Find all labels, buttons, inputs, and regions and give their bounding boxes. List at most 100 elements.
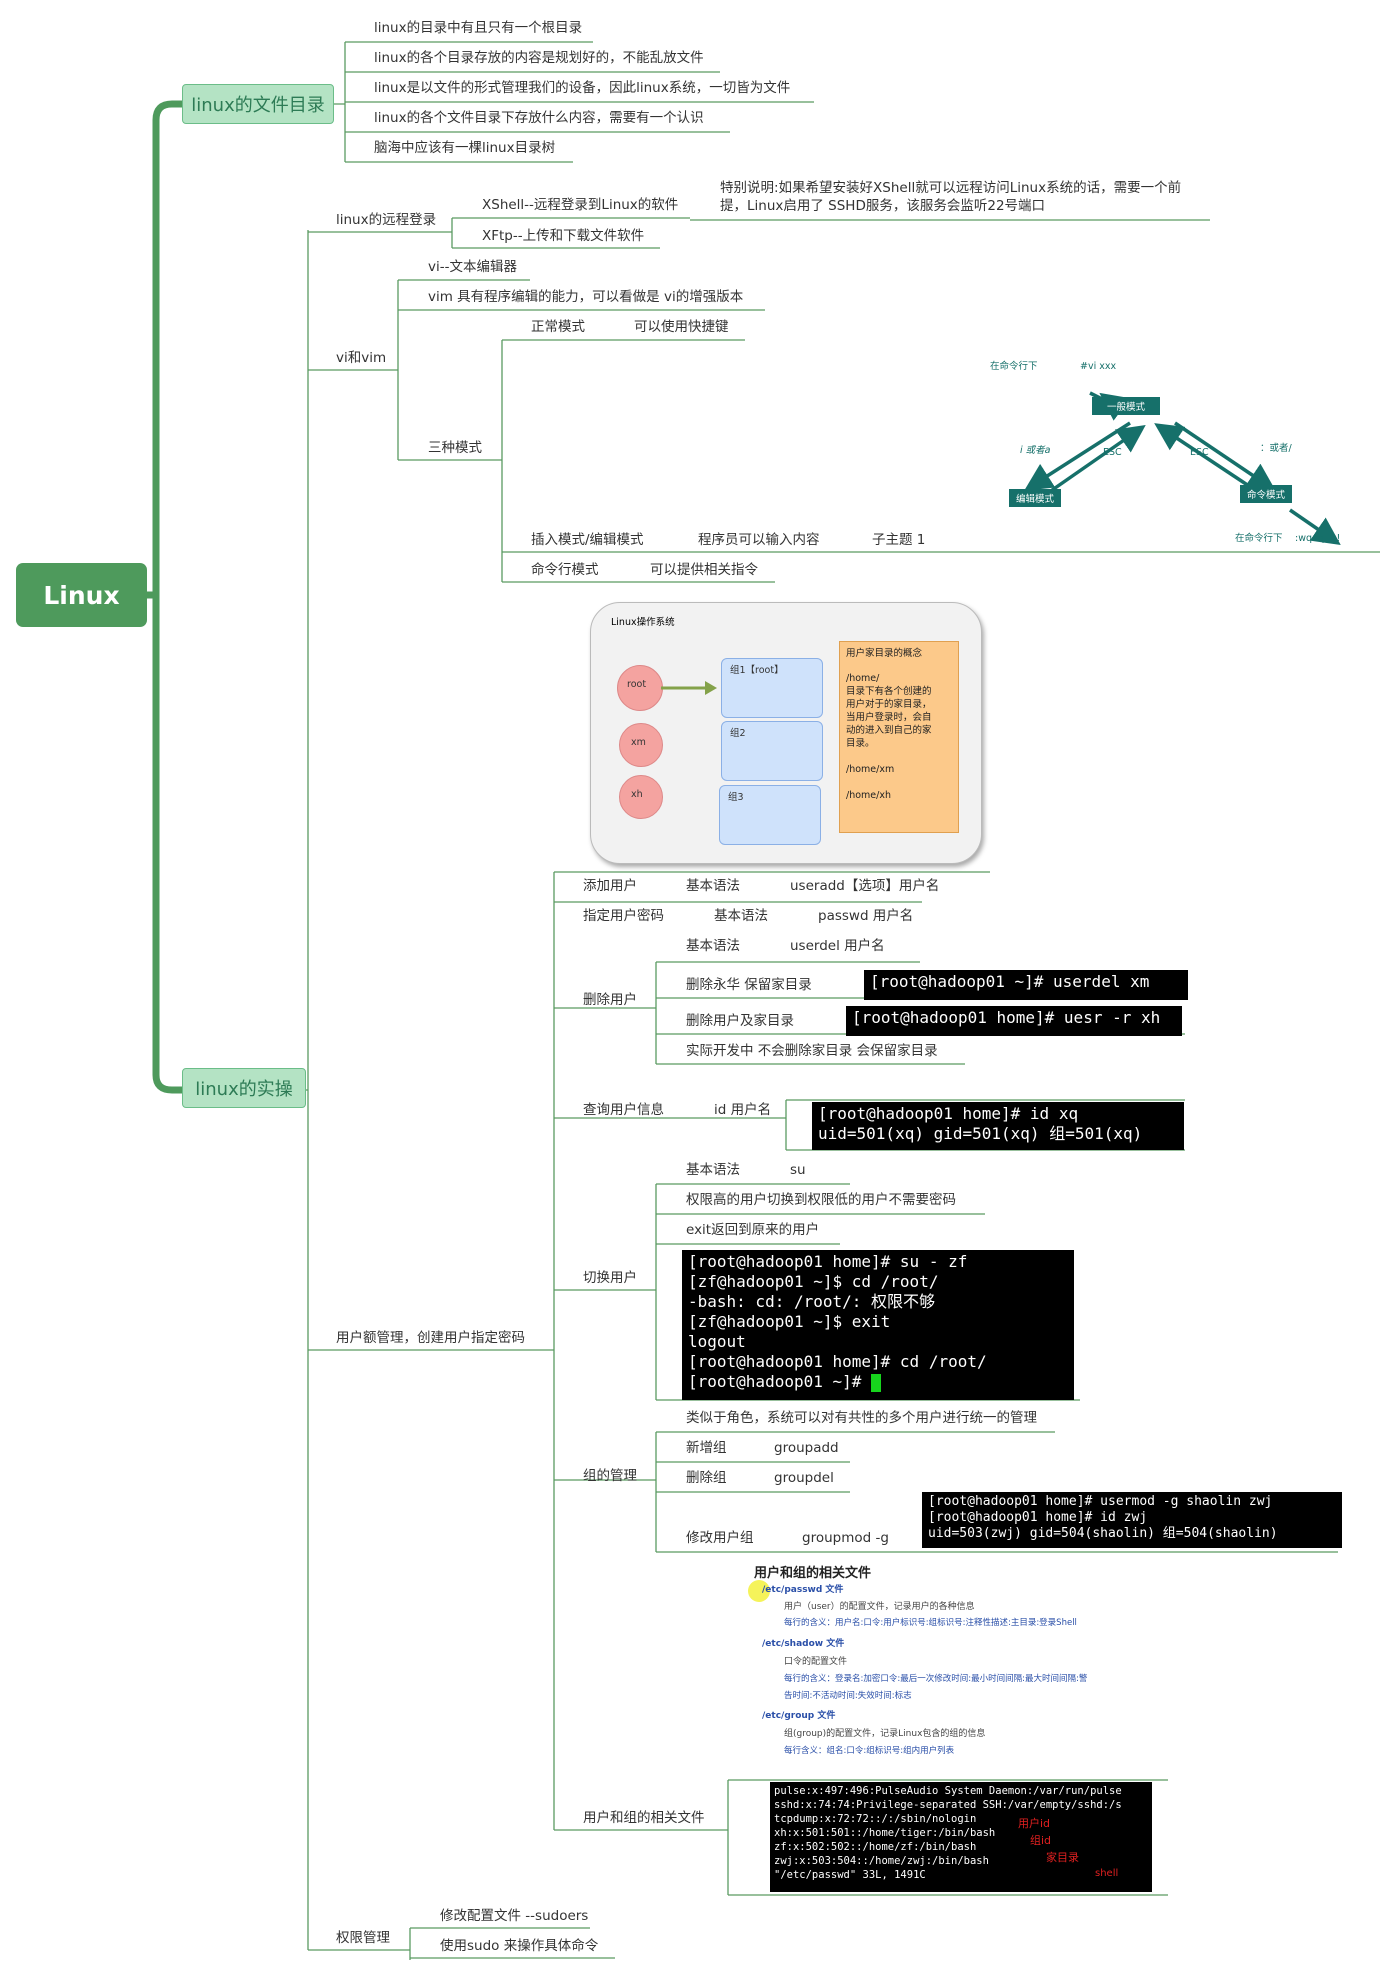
home-dir-note-line: /home/: [846, 673, 880, 684]
group-file-head: /etc/group 文件: [762, 1711, 836, 1721]
delete-with-home: 删除用户及家目录: [686, 1013, 794, 1029]
group-label-1: 组1【root】: [730, 665, 784, 676]
home-dir-note-line: 动的进入到自己的家: [846, 725, 932, 736]
shadow-file-head: /etc/shadow 文件: [762, 1639, 845, 1649]
user-label-xm: xm: [631, 737, 646, 748]
vi-diagram-vi-cmd: #vi xxx: [1080, 361, 1117, 372]
xshell-note-line2: 提，Linux启用了 SSHD服务，该服务会监听22号端口: [720, 198, 1046, 214]
terminal-su-line: logout: [688, 1332, 746, 1351]
user-management-node: 用户额管理，创建用户指定密码: [336, 1330, 525, 1346]
terminal-su-line: [zf@hadoop01 ~]$ exit: [688, 1312, 891, 1331]
group-label-3: 组3: [728, 792, 744, 803]
root-node[interactable]: Linux: [16, 563, 147, 627]
switch-user-node: 切换用户: [583, 1270, 637, 1286]
terminal-su-line: [root@hadoop01 home]# cd /root/: [688, 1352, 987, 1371]
terminal-user-remove: [root@hadoop01 home]# uesr -r xh: [846, 1006, 1182, 1036]
branch-file-directory[interactable]: linux的文件目录: [182, 84, 334, 124]
xshell-node: XShell--远程登录到Linux的软件: [482, 197, 679, 213]
insert-subtopic: 子主题 1: [872, 532, 926, 548]
normal-mode: 正常模式: [531, 319, 585, 335]
set-password-node: 指定用户密码: [583, 908, 664, 924]
terminal-etc-passwd-line: zf:x:502:502::/home/zf:/bin/bash: [774, 1841, 977, 1853]
user-label-xh: xh: [631, 789, 643, 800]
shadow-file-meaning-2: 告时间:不活动时间:失效时间:标志: [784, 1691, 912, 1701]
insert-mode-desc: 程序员可以输入内容: [698, 532, 820, 548]
terminal-usermod-line: uid=503(zwj) gid=504(shaolin) 组=504(shao…: [928, 1526, 1278, 1541]
home-dir-note-line: [846, 776, 932, 789]
terminal-etc-passwd-line: xh:x:501:501::/home/tiger:/bin/bash: [774, 1827, 996, 1839]
query-user-node: 查询用户信息: [583, 1102, 664, 1118]
group-management-node: 组的管理: [583, 1468, 637, 1484]
home-dir-note-line: /home/xh: [846, 790, 891, 801]
user-group-files-doc: 用户和组的相关文件 /etc/passwd 文件 用户（user）的配置文件，记…: [748, 1558, 1154, 1768]
group-management-note: 类似于角色，系统可以对有共性的多个用户进行统一的管理: [686, 1410, 1037, 1426]
delete-user-syntax-label: 基本语法: [686, 938, 740, 954]
terminal-su-line: [root@hadoop01 ~]#: [688, 1372, 1068, 1392]
add-user-syntax: useradd【选项】用户名: [790, 878, 940, 894]
delete-group-cmd: groupdel: [774, 1470, 834, 1486]
terminal-etc-passwd-line: tcpdump:x:72:72::/:/sbin/nologin: [774, 1813, 977, 1825]
group-label-2: 组2: [730, 728, 746, 739]
dir-item-1: linux的目录中有且只有一个根目录: [374, 20, 583, 36]
annotation-home-dir: 家目录: [1046, 1851, 1079, 1864]
passwd-file-desc: 用户（user）的配置文件，记录用户的各种信息: [784, 1602, 975, 1612]
dir-item-3: linux是以文件的形式管理我们的设备，因此linux系统，一切皆为文件: [374, 80, 791, 96]
user-face-xm: [619, 723, 663, 767]
delete-user-node: 删除用户: [583, 992, 637, 1008]
terminal-cursor: [871, 1373, 882, 1392]
vi-item: vi--文本编辑器: [428, 259, 517, 275]
terminal-id-query-line: [root@hadoop01 home]# id xq: [818, 1104, 1079, 1123]
remote-login-node: linux的远程登录: [336, 212, 437, 228]
add-user-node: 添加用户: [583, 878, 637, 894]
query-user-syntax: id 用户名: [714, 1102, 772, 1118]
files-doc-title: 用户和组的相关文件: [754, 1566, 872, 1581]
switch-user-note-1: 权限高的用户切换到权限低的用户不需要密码: [686, 1192, 956, 1208]
annotation-user-id: 用户id: [1018, 1817, 1051, 1830]
vi-diagram-esc-left: ESC: [1103, 447, 1122, 458]
user-face-root: [617, 665, 663, 711]
terminal-usermod: [root@hadoop01 home]# usermod -g shaolin…: [922, 1492, 1342, 1548]
home-dir-note-line: 目录。: [846, 738, 875, 749]
perm-item-sudo: 使用sudo 来操作具体命令: [440, 1938, 599, 1954]
vi-diagram-colon-keys: ：或者/: [1260, 443, 1292, 454]
terminal-usermod-line: [root@hadoop01 home]# usermod -g shaolin…: [928, 1494, 1273, 1509]
home-dir-note-body: /home/目录下有各个创建的用户对于的家目录， 当用户登录时，会自动的进入到自己…: [846, 672, 932, 802]
terminal-su: [root@hadoop01 home]# su - zf [zf@hadoop0…: [682, 1250, 1074, 1400]
terminal-su-line: [root@hadoop01 home]# su - zf: [688, 1252, 968, 1271]
home-dir-note-line: 目录下有各个创建的: [846, 686, 932, 697]
group-box-2: 组2: [721, 721, 823, 781]
root-group-arrow: [661, 681, 717, 695]
command-mode: 命令行模式: [531, 562, 599, 578]
vi-diagram-general-mode: 一般模式: [1092, 397, 1160, 415]
annotation-group-id: 组id: [1030, 1834, 1052, 1847]
home-dir-note-line: 用户对于的家目录，: [846, 699, 932, 710]
terminal-su-line: -bash: cd: /root/: 权限不够: [688, 1292, 936, 1311]
group-box-3: 组3: [719, 785, 821, 845]
users-diagram-title: Linux操作系统: [611, 617, 675, 628]
branch-practice[interactable]: linux的实操: [182, 1068, 306, 1108]
dir-item-5: 脑海中应该有一棵linux目录树: [374, 140, 556, 156]
vi-diagram-cmdline-top: 在命令行下: [990, 361, 1038, 372]
command-mode-desc: 可以提供相关指令: [650, 562, 758, 578]
user-group-files-node: 用户和组的相关文件: [583, 1810, 705, 1826]
delete-user-note: 实际开发中 不会删除家目录 会保留家目录: [686, 1043, 938, 1059]
terminal-etc-passwd-line: "/etc/passwd" 33L, 1491C: [774, 1869, 926, 1881]
vi-diagram-cmdline-bottom: 在命令行下: [1235, 533, 1283, 544]
vi-diagram-esc-right: ESC: [1190, 447, 1209, 458]
annotation-shell: shell: [1095, 1868, 1119, 1879]
vi-diagram-insert-keys: i 或者a: [1020, 445, 1051, 456]
passwd-file-head: /etc/passwd 文件: [762, 1585, 844, 1595]
vi-diagram-command-mode: 命令模式: [1240, 485, 1292, 503]
add-group-cmd: groupadd: [774, 1440, 839, 1456]
vi-diagram-edit-mode: 编辑模式: [1009, 489, 1061, 507]
highlight-mark: [748, 1580, 770, 1602]
home-dir-note-line: 当用户登录时，会自: [846, 712, 932, 723]
switch-user-syntax: su: [790, 1162, 806, 1178]
linux-users-diagram: Linux操作系统 root xm xh 组1【root】 组2 组3 用户家目…: [590, 602, 982, 864]
insert-mode: 插入模式/编辑模式: [531, 532, 644, 548]
shadow-file-meaning-1: 每行的含义：登录名:加密口令:最后一次修改时间:最小时间间隔:最大时间间隔:警: [784, 1674, 1088, 1684]
group-box-1: 组1【root】: [721, 658, 823, 718]
switch-user-note-2: exit返回到原来的用户: [686, 1222, 820, 1238]
delete-keep-home: 删除永华 保留家目录: [686, 977, 812, 993]
